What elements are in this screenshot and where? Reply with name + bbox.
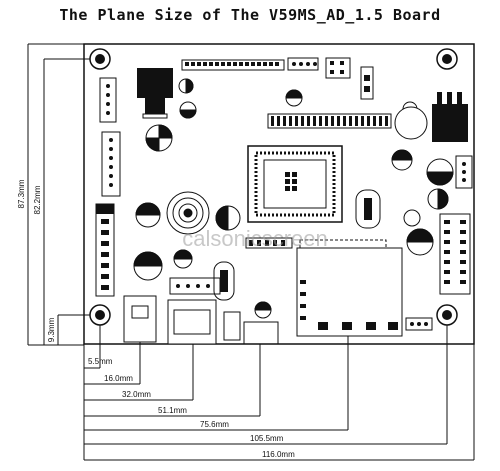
- horizontal-dimension-lines: [83, 325, 475, 461]
- bottom-module: [296, 247, 403, 337]
- dim-hole-span-label: 82.2mm: [33, 185, 42, 214]
- voltage-regulator-right: [432, 92, 468, 142]
- mid-connector: [245, 237, 387, 249]
- capacitors: [133, 78, 454, 319]
- lvds-header: [267, 113, 392, 129]
- dim-hole-offset-label: 9.3mm: [47, 317, 56, 342]
- dip-ic-right: [439, 213, 471, 295]
- dim-label-51-1: 51.1mm: [158, 406, 187, 415]
- right-small-connector: [455, 155, 473, 189]
- main-scaler-chip: [247, 145, 343, 223]
- dim-total-height-label: 87.3mm: [17, 179, 26, 208]
- dim-label-5-5: 5.5mm: [88, 357, 113, 366]
- bottom-connectors: [123, 277, 433, 345]
- inductor-coil: [166, 191, 210, 235]
- vertical-dimension-lines: [27, 43, 90, 346]
- dim-label-75-6: 75.6mm: [200, 420, 229, 429]
- top-header-connector: [181, 57, 374, 100]
- diagram-title: The Plane Size of The V59MS_AD_1.5 Board: [59, 6, 441, 24]
- watermark-text: calsonicscreen: [182, 226, 328, 251]
- dim-label-105-5: 105.5mm: [250, 434, 284, 443]
- dim-label-116-0: 116.0mm: [262, 450, 295, 459]
- dim-label-16-0: 16.0mm: [104, 374, 133, 383]
- crystal-oscillator: [213, 189, 381, 301]
- dim-label-32-0: 32.0mm: [122, 390, 151, 399]
- voltage-regulator-left: [137, 68, 173, 119]
- left-connectors: [95, 77, 121, 297]
